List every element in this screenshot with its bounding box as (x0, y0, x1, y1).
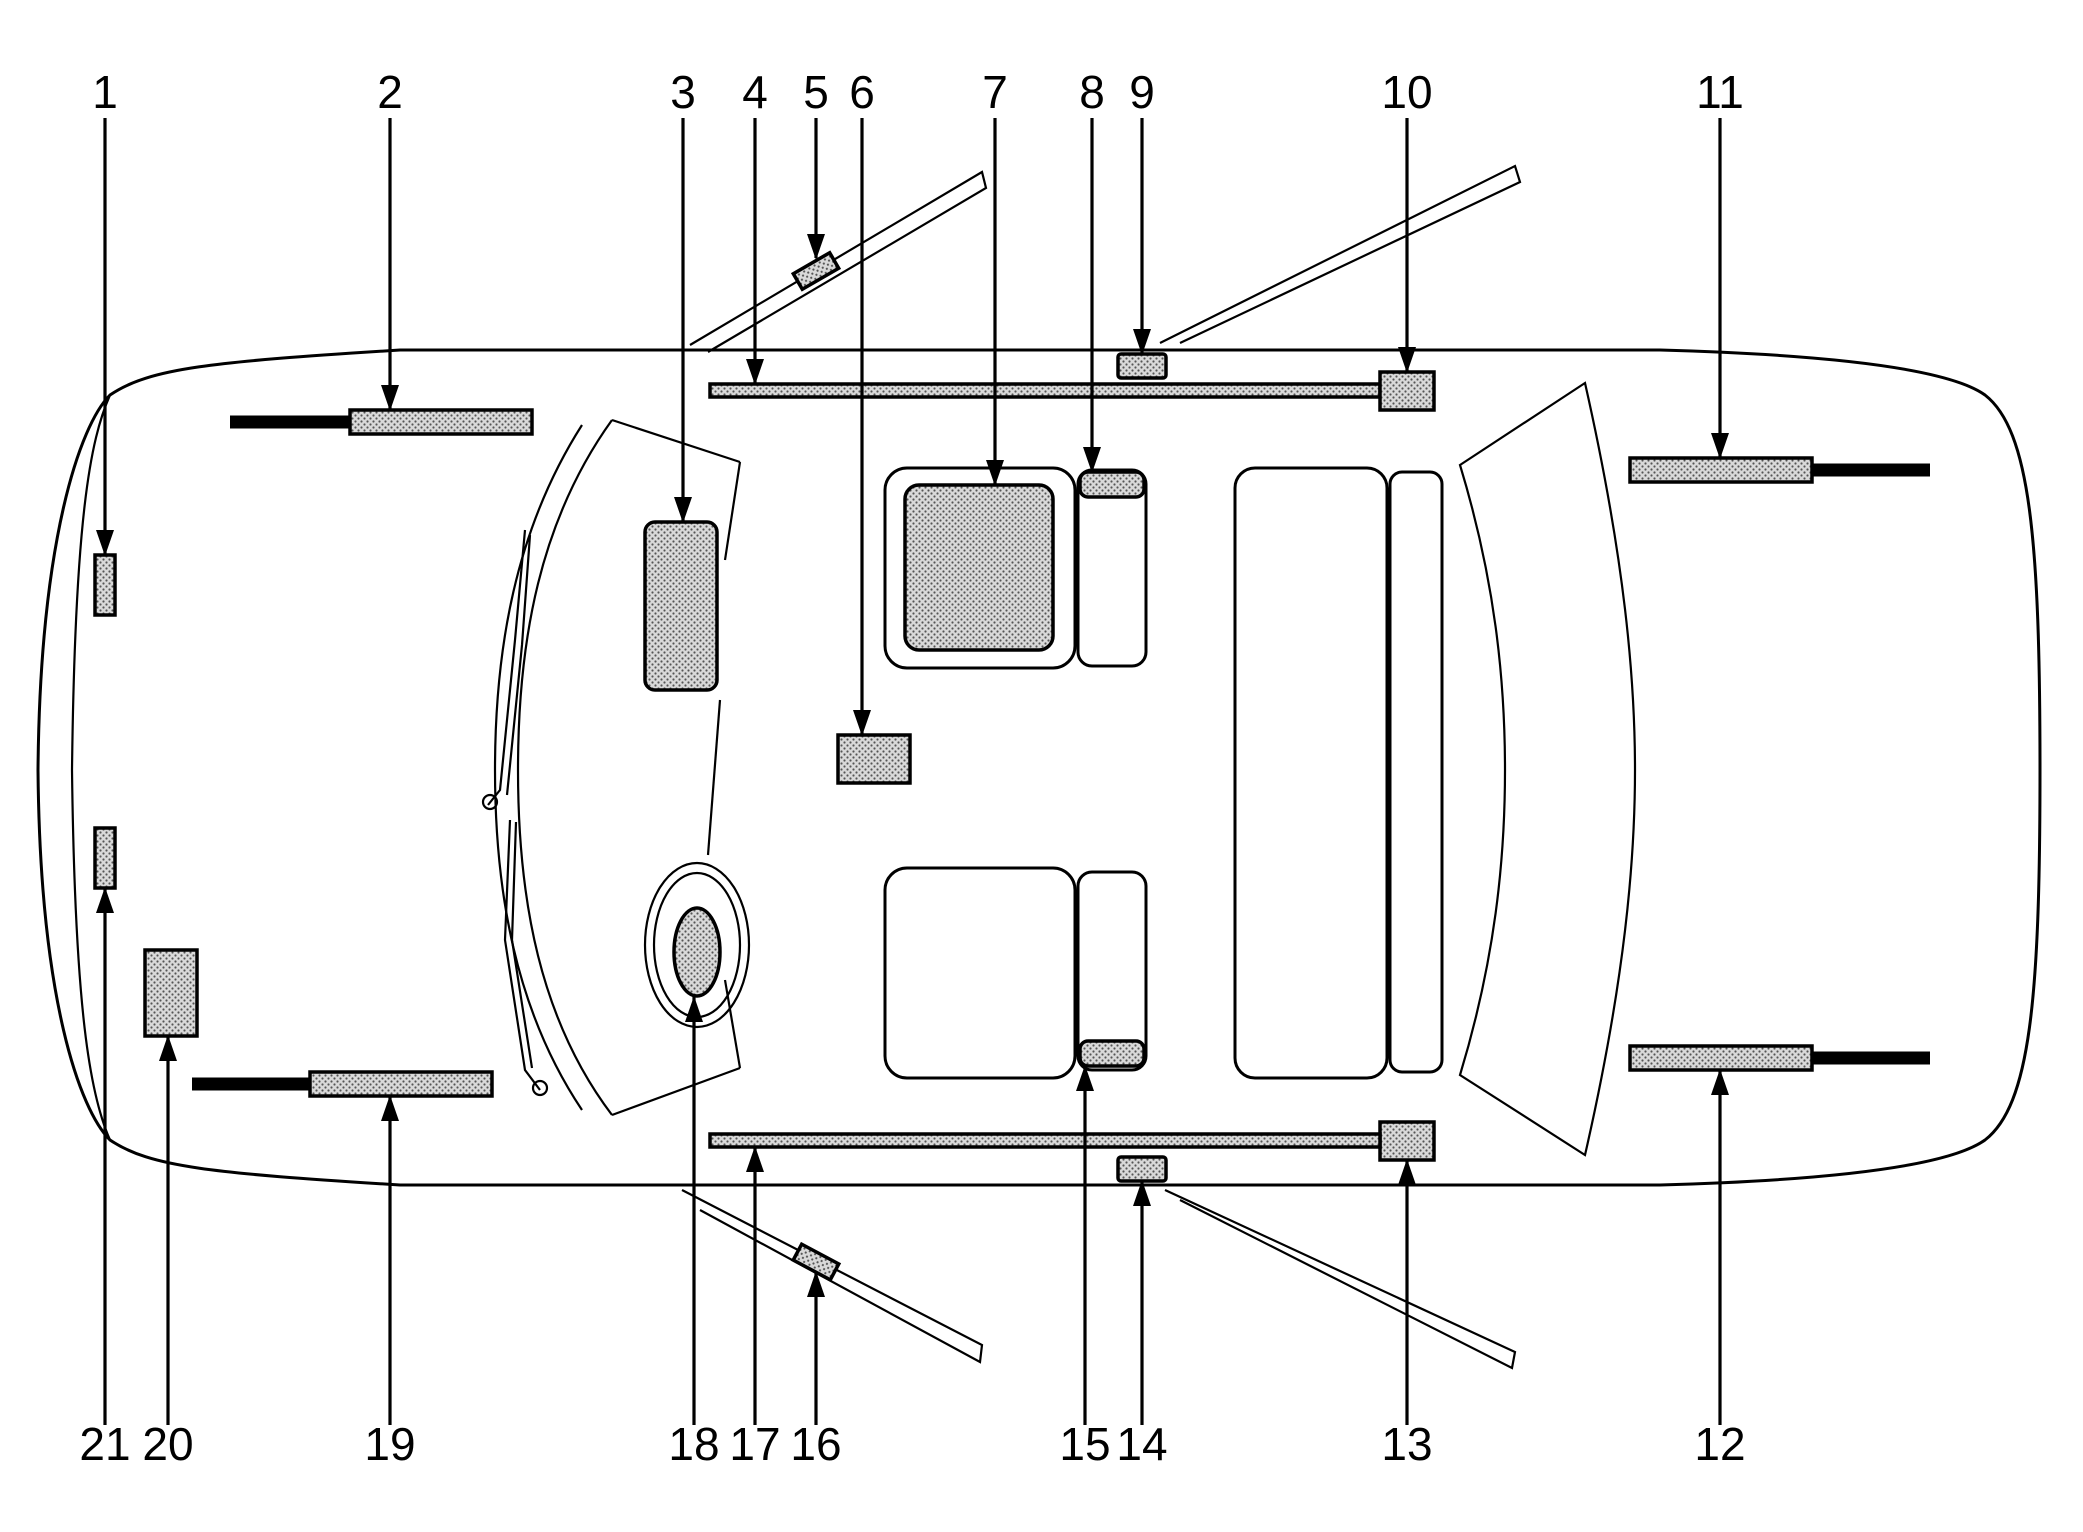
callout-19: 19 (364, 1418, 415, 1470)
callout-7: 7 (982, 66, 1008, 118)
component-20 (143, 948, 199, 1038)
callout-18: 18 (668, 1418, 719, 1470)
component-16 (790, 1241, 842, 1283)
callout-1: 1 (92, 66, 118, 118)
leader-lines (103, 118, 1722, 1425)
component-4 (708, 382, 1382, 399)
callout-8: 8 (1079, 66, 1105, 118)
component-9 (1116, 352, 1168, 380)
callout-numbers-bottom: 12 13 14 15 16 17 18 19 20 21 (79, 1418, 1745, 1470)
callout-2: 2 (377, 66, 403, 118)
callout-17: 17 (729, 1418, 780, 1470)
callout-5: 5 (803, 66, 829, 118)
callout-6: 6 (849, 66, 875, 118)
rear-seat (1233, 466, 1444, 1080)
callout-13: 13 (1381, 1418, 1432, 1470)
callout-10: 10 (1381, 66, 1432, 118)
component-21 (93, 826, 117, 890)
callout-9: 9 (1129, 66, 1155, 118)
callout-14: 14 (1116, 1418, 1167, 1470)
callout-numbers-top: 1 2 3 4 5 6 7 8 9 10 11 (92, 66, 1744, 118)
component-2 (230, 408, 534, 436)
callout-21: 21 (79, 1418, 130, 1470)
component-10 (1378, 370, 1436, 412)
component-19 (192, 1070, 494, 1098)
component-13 (1378, 1120, 1436, 1162)
vehicle-body-outline (36, 348, 2042, 1187)
rear-window (1458, 381, 1637, 1157)
arrowheads (96, 234, 1729, 1297)
windshield (493, 418, 742, 1117)
component-6 (836, 733, 912, 785)
component-12 (1628, 1044, 1930, 1072)
component-5 (790, 250, 842, 292)
wiper-arms (481, 529, 549, 1097)
component-7 (903, 483, 1055, 652)
callout-4: 4 (742, 66, 768, 118)
component-18 (643, 861, 751, 1029)
callout-20: 20 (142, 1418, 193, 1470)
component-1 (93, 553, 117, 617)
callout-3: 3 (670, 66, 696, 118)
component-15 (1078, 1039, 1146, 1068)
component-3 (643, 520, 719, 692)
callout-16: 16 (790, 1418, 841, 1470)
callout-15: 15 (1059, 1418, 1110, 1470)
component-11 (1628, 456, 1930, 484)
component-17 (708, 1132, 1382, 1149)
callout-11: 11 (1696, 66, 1744, 118)
component-8 (1078, 470, 1146, 499)
component-14 (1116, 1155, 1168, 1183)
callout-12: 12 (1694, 1418, 1745, 1470)
